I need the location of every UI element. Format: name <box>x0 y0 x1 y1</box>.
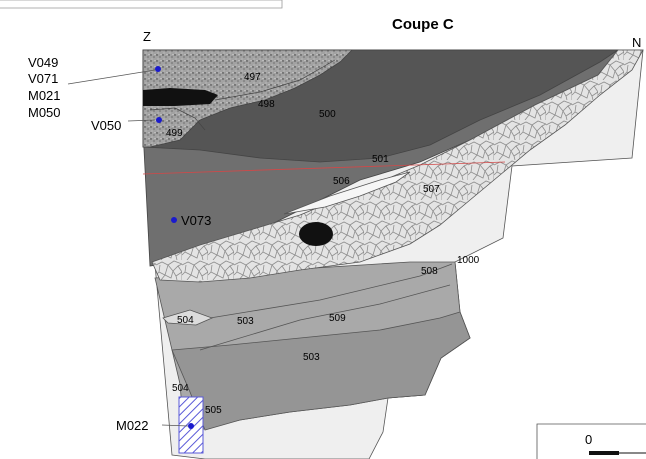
point-v049 <box>155 66 161 72</box>
layer-label-497: 497 <box>244 72 261 83</box>
point-m022 <box>188 423 194 429</box>
layer-label-509: 509 <box>329 313 346 324</box>
layer-504-lens <box>162 309 214 326</box>
point-v073 <box>171 217 177 223</box>
layer-506-wedge <box>283 171 411 215</box>
diagram-title: Coupe C <box>392 16 454 33</box>
layer-497-fill <box>142 49 353 148</box>
layer-label-503a: 503 <box>237 316 254 327</box>
layer-label-1000: 1000 <box>457 255 480 266</box>
leader-v049 <box>67 69 156 85</box>
layer-499-line <box>149 107 206 131</box>
layer-label-501: 501 <box>372 154 389 165</box>
point-v050 <box>156 117 162 123</box>
layer-label-504b: 504 <box>172 383 189 394</box>
layer-label-498: 498 <box>258 99 275 110</box>
leader-m022 <box>161 424 189 427</box>
layer-label-500: 500 <box>319 109 336 120</box>
sample-m050: M050 <box>28 105 61 120</box>
leader-v050 <box>127 119 156 122</box>
sample-v073: V073 <box>181 213 211 228</box>
sample-v071: V071 <box>28 71 58 86</box>
layer-label-505: 505 <box>205 405 222 416</box>
layer-label-508: 508 <box>421 266 438 277</box>
layer-508-line <box>209 263 453 319</box>
scale-zero: 0 <box>585 432 592 447</box>
sample-m022: M022 <box>116 418 149 433</box>
scale-bar-black <box>589 451 619 455</box>
sample-m021: M021 <box>28 88 61 103</box>
frame-fragment <box>0 0 283 9</box>
sample-v049: V049 <box>28 55 58 70</box>
orientation-left: Z <box>143 29 151 44</box>
layer-509-line <box>199 284 451 351</box>
scale-frame <box>536 423 646 459</box>
layer-498-line <box>214 59 336 101</box>
feature-black-blob <box>299 222 333 246</box>
layer-label-499: 499 <box>166 128 183 139</box>
layer-503-lower <box>171 311 471 431</box>
reference-line <box>142 161 506 175</box>
layer-label-506: 506 <box>333 176 350 187</box>
orientation-right: N <box>632 35 641 50</box>
sample-v050: V050 <box>91 118 121 133</box>
layer-label-504a: 504 <box>177 315 194 326</box>
feature-m021-black <box>143 88 218 106</box>
layer-label-503b: 503 <box>303 352 320 363</box>
layer-label-507: 507 <box>423 184 440 195</box>
